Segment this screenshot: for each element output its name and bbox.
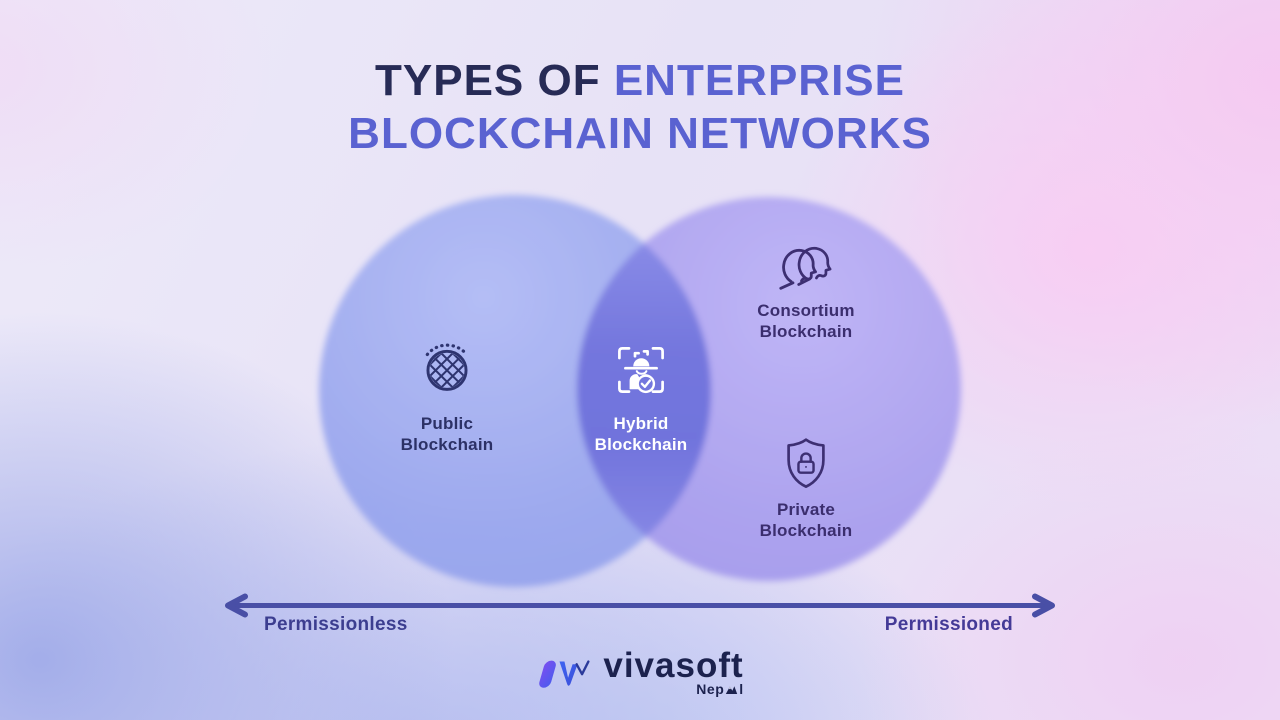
venn-diagram: [319, 195, 961, 587]
permissioned-label: Permissioned: [884, 614, 1013, 635]
page-title: TYPES OF ENTERPRISE BLOCKCHAIN NETWORKS: [0, 54, 1280, 160]
hybrid-blockchain-label: Hybrid Blockchain: [594, 414, 688, 454]
permissionless-label: Permissionless: [264, 614, 408, 635]
title-line-2: BLOCKCHAIN NETWORKS: [348, 109, 932, 158]
two-people-icon: [779, 246, 832, 290]
title-dark-text: TYPES OF: [375, 56, 614, 105]
public-blockchain-label: Public Blockchain: [400, 414, 494, 454]
mountain-icon: [726, 686, 738, 694]
vivasoft-logo-icon: [539, 660, 590, 688]
title-line-1: TYPES OF ENTERPRISE: [0, 54, 1280, 107]
identity-verification-icon: [618, 347, 664, 394]
vivasoft-wordmark: vivasoft: [603, 646, 744, 685]
title-blue-text: ENTERPRISE: [613, 56, 905, 105]
shield-lock-icon: [787, 438, 825, 488]
globe-icon: [425, 343, 469, 391]
hybrid-overlap-lens: [577, 197, 711, 581]
permission-axis-arrow: [225, 593, 1055, 618]
consortium-blockchain-label: Consortium Blockchain: [757, 301, 855, 341]
private-blockchain-label: Private Blockchain: [759, 500, 853, 540]
